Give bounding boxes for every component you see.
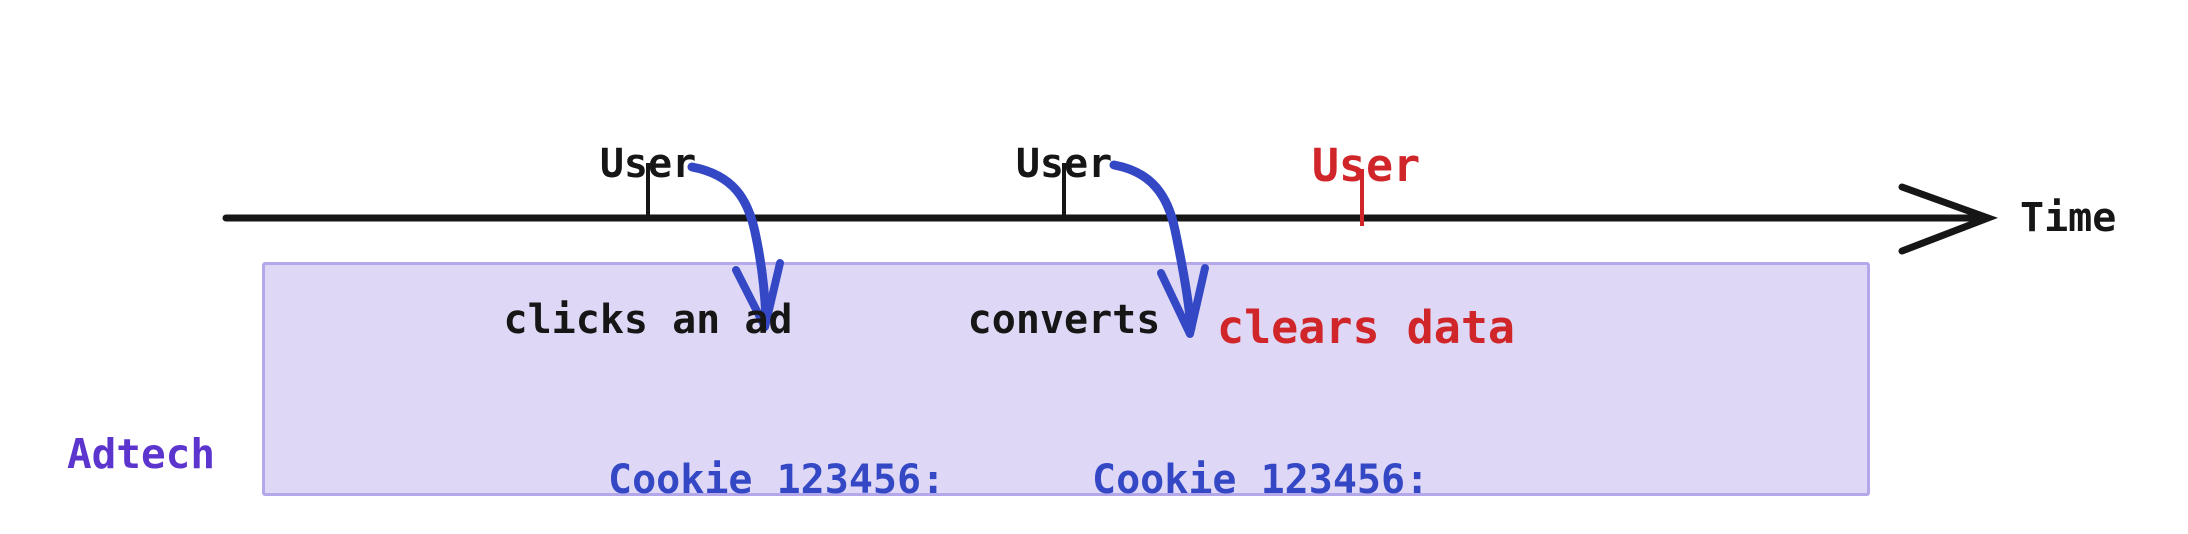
- event-label-clear-data-line2: clears data: [1216, 301, 1515, 354]
- event-label-click-line1: User: [599, 141, 697, 187]
- cookie-record-ad-clicked-line1: Cookie 123456:: [608, 457, 946, 503]
- event-label-convert-line2: converts: [967, 297, 1161, 343]
- event-label-click: User clicks an ad: [438, 34, 858, 450]
- cookie-record-converted-line1: Cookie 123456:: [1092, 457, 1430, 503]
- convert-flow-arrow-icon: [1109, 160, 1209, 338]
- click-flow-arrow-icon: [687, 162, 784, 331]
- cookie-record-converted: Cookie 123456: Converted: [1092, 345, 1429, 534]
- timeline-arrowhead-icon: [1898, 183, 1999, 255]
- adtech-server-label-line1: Adtech: [66, 430, 216, 478]
- event-label-clear-data-line1: User: [1311, 139, 1421, 192]
- time-axis-label: Time: [2020, 195, 2117, 241]
- event-label-clear-data: User clears data: [1156, 31, 1576, 463]
- event-label-click-line2: clicks an ad: [503, 297, 793, 343]
- adtech-server-label: Adtech server: [31, 327, 251, 534]
- adtech-server-box: [262, 262, 1870, 496]
- event-label-convert-line1: User: [1015, 141, 1113, 187]
- event-label-convert: User converts: [854, 34, 1274, 450]
- cookie-record-ad-clicked: Cookie 123456: Ad clicked: [608, 345, 945, 534]
